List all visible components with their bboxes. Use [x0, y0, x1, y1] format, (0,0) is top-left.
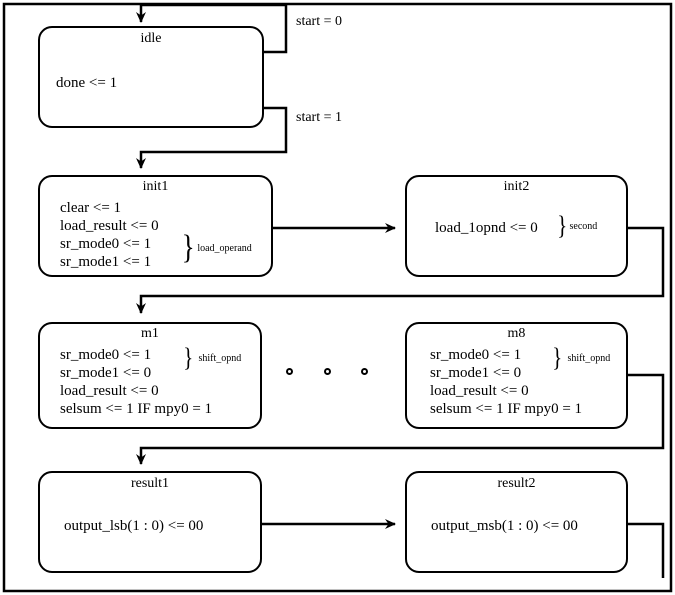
state-result2[interactable]: result2 output_msb(1 : 0) <= 00: [405, 471, 628, 573]
state-result1[interactable]: result1 output_lsb(1 : 0) <= 00: [38, 471, 262, 573]
action-line: output_msb(1 : 0) <= 00: [431, 518, 578, 534]
edge-label-start-0: start = 0: [296, 14, 342, 29]
action-line: load_result <= 0: [430, 383, 529, 399]
action-line: sr_mode0 <= 1: [60, 236, 152, 252]
state-m8[interactable]: m8 sr_mode0 <= 1 sr_mode1 <= 0 load_resu…: [405, 322, 628, 429]
ellipsis-dot: [286, 368, 293, 375]
curly-brace-icon: }: [183, 343, 194, 372]
edge-result2-return: [628, 522, 665, 578]
curly-brace-icon: }: [181, 229, 195, 266]
action-line: selsum <= 1 IF mpy0 = 1: [60, 401, 213, 417]
state-m8-actions: sr_mode0 <= 1 sr_mode1 <= 0 load_result …: [430, 346, 582, 418]
action-line: sr_mode1 <= 0: [430, 365, 522, 381]
edge-label-start-1: start = 1: [296, 110, 342, 125]
state-idle[interactable]: idle done <= 1: [38, 26, 264, 128]
edge-idle-self-loop: [136, 3, 288, 54]
brace-label: shift_opnd: [567, 352, 611, 364]
brace-label: shift_opnd: [198, 352, 242, 364]
action-line: load_result <= 0: [60, 218, 159, 234]
state-init1[interactable]: init1 clear <= 1 load_result <= 0 sr_mod…: [38, 175, 273, 277]
action-line: sr_mode0 <= 1: [60, 347, 152, 363]
ellipsis-dot: [361, 368, 368, 375]
action-line: output_lsb(1 : 0) <= 00: [64, 518, 204, 534]
state-init2-title: init2: [503, 179, 530, 194]
action-line: load_1opnd <= 0: [435, 220, 538, 236]
state-result2-actions: output_msb(1 : 0) <= 00: [431, 517, 578, 535]
curly-brace-icon: }: [552, 343, 563, 372]
edge-idle-to-init1: [136, 106, 288, 169]
state-idle-actions: done <= 1: [56, 74, 117, 92]
state-idle-title: idle: [140, 31, 162, 46]
brace-m8-shift-opnd: } shift_opnd: [551, 345, 610, 371]
edge-m8-to-result1: [136, 373, 665, 465]
brace-init1-load-operand: } load_operand: [180, 231, 252, 265]
edge-init2-to-m1: [136, 226, 665, 314]
state-m8-title: m8: [507, 326, 526, 341]
state-m1[interactable]: m1 sr_mode0 <= 1 sr_mode1 <= 0 load_resu…: [38, 322, 262, 429]
state-result1-title: result1: [130, 476, 170, 491]
brace-m1-shift-opnd: } shift_opnd: [182, 345, 241, 371]
action-line: clear <= 1: [60, 200, 122, 216]
action-line: sr_mode0 <= 1: [430, 347, 522, 363]
action-line: load_result <= 0: [60, 383, 159, 399]
brace-label: load_operand: [197, 242, 252, 254]
state-init1-title: init1: [142, 179, 169, 194]
action-line: selsum <= 1 IF mpy0 = 1: [430, 401, 583, 417]
state-result2-title: result2: [497, 476, 536, 491]
action-line: sr_mode1 <= 1: [60, 254, 152, 270]
state-m1-title: m1: [141, 326, 159, 341]
curly-brace-icon: }: [557, 211, 568, 240]
state-init2[interactable]: init2 load_1opnd <= 0: [405, 175, 628, 277]
ellipsis-dot: [324, 368, 331, 375]
state-m1-actions: sr_mode0 <= 1 sr_mode1 <= 0 load_result …: [60, 346, 212, 418]
action-line: sr_mode1 <= 0: [60, 365, 152, 381]
state-init2-actions: load_1opnd <= 0: [435, 219, 538, 237]
brace-init2-second: } second: [556, 213, 597, 239]
intermediate-states-ellipsis: [286, 368, 376, 380]
state-result1-actions: output_lsb(1 : 0) <= 00: [64, 517, 203, 535]
brace-label: second: [569, 220, 598, 232]
action-line: done <= 1: [56, 75, 118, 91]
state-init1-actions: clear <= 1 load_result <= 0 sr_mode0 <= …: [60, 199, 159, 271]
